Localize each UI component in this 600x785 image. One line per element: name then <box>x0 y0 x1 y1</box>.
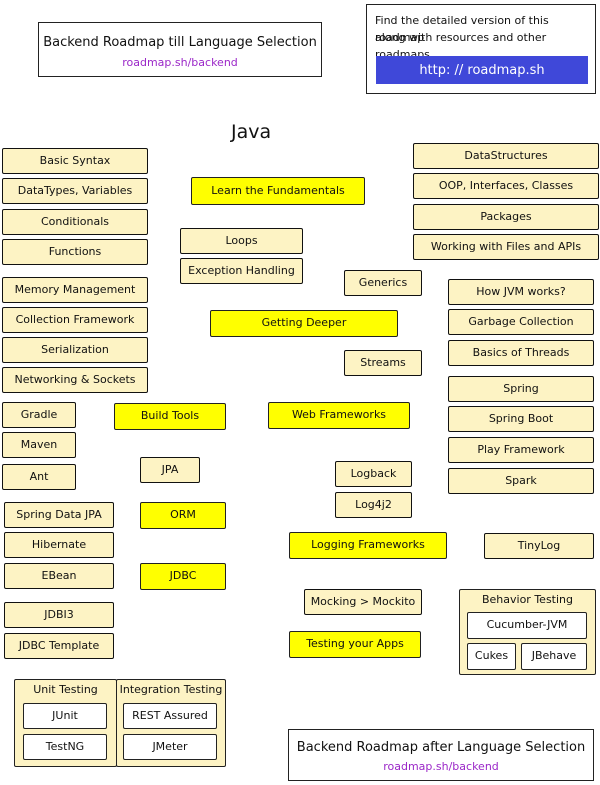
topic-log4j2[interactable]: Log4j2 <box>335 492 412 518</box>
topic-ebean[interactable]: EBean <box>4 563 114 589</box>
info-line-1: Find the detailed version of this roadma… <box>375 14 549 44</box>
topic-maven[interactable]: Maven <box>2 432 76 458</box>
topic-packages[interactable]: Packages <box>413 204 599 230</box>
topic-jbehave[interactable]: JBehave <box>521 643 587 670</box>
main-build-tools[interactable]: Build Tools <box>114 403 226 430</box>
footer-link[interactable]: roadmap.sh/backend <box>383 760 499 773</box>
topic-testng[interactable]: TestNG <box>23 734 107 760</box>
topic-play-framework[interactable]: Play Framework <box>448 437 594 463</box>
header-title: Backend Roadmap till Language Selection <box>43 35 317 50</box>
topic-oop-interfaces-classes[interactable]: OOP, Interfaces, Classes <box>413 173 599 199</box>
topic-garbage-collection[interactable]: Garbage Collection <box>448 309 594 335</box>
topic-rest-assured[interactable]: REST Assured <box>123 703 217 729</box>
page-heading: Java <box>231 121 272 143</box>
main-logging-frameworks[interactable]: Logging Frameworks <box>289 532 447 559</box>
main-learn-fundamentals[interactable]: Learn the Fundamentals <box>191 177 365 205</box>
topic-memory-management[interactable]: Memory Management <box>2 277 148 303</box>
topic-logback[interactable]: Logback <box>335 461 412 487</box>
topic-junit[interactable]: JUnit <box>23 703 107 729</box>
main-testing-your-apps[interactable]: Testing your Apps <box>289 631 421 658</box>
topic-loops[interactable]: Loops <box>180 228 303 254</box>
topic-mocking-mockito[interactable]: Mocking > Mockito <box>304 589 422 615</box>
info-box: Find the detailed version of this roadma… <box>366 4 596 94</box>
topic-generics[interactable]: Generics <box>344 270 422 296</box>
topic-networking-sockets[interactable]: Networking & Sockets <box>2 367 148 393</box>
topic-streams[interactable]: Streams <box>344 350 422 376</box>
integration-testing-label: Integration Testing <box>119 683 223 696</box>
footer-title-box: Backend Roadmap after Language Selection… <box>288 729 594 781</box>
footer-title: Backend Roadmap after Language Selection <box>296 740 586 755</box>
topic-spark[interactable]: Spark <box>448 468 594 494</box>
main-web-frameworks[interactable]: Web Frameworks <box>268 402 410 429</box>
header-link[interactable]: roadmap.sh/backend <box>122 56 238 69</box>
topic-spring-boot[interactable]: Spring Boot <box>448 406 594 432</box>
topic-working-files-apis[interactable]: Working with Files and APIs <box>413 234 599 260</box>
topic-serialization[interactable]: Serialization <box>2 337 148 363</box>
topic-spring[interactable]: Spring <box>448 376 594 402</box>
topic-spring-data-jpa[interactable]: Spring Data JPA <box>4 502 114 528</box>
topic-conditionals[interactable]: Conditionals <box>2 209 148 235</box>
header-title-box: Backend Roadmap till Language Selection … <box>38 22 322 77</box>
topic-cukes[interactable]: Cukes <box>467 643 516 670</box>
topic-collection-framework[interactable]: Collection Framework <box>2 307 148 333</box>
topic-datatypes-variables[interactable]: DataTypes, Variables <box>2 178 148 204</box>
unit-testing-label: Unit Testing <box>33 683 98 696</box>
topic-gradle[interactable]: Gradle <box>2 402 76 428</box>
integration-testing-group: Integration Testing REST Assured JMeter <box>116 679 226 767</box>
behavior-testing-group: Behavior Testing Cucumber-JVM Cukes JBeh… <box>459 589 596 675</box>
topic-datastructures[interactable]: DataStructures <box>413 143 599 169</box>
topic-jmeter[interactable]: JMeter <box>123 734 217 760</box>
topic-jdbi3[interactable]: JDBI3 <box>4 602 114 628</box>
topic-functions[interactable]: Functions <box>2 239 148 265</box>
topic-basic-syntax[interactable]: Basic Syntax <box>2 148 148 174</box>
topic-hibernate[interactable]: Hibernate <box>4 532 114 558</box>
topic-cucumber-jvm[interactable]: Cucumber-JVM <box>467 612 587 639</box>
main-getting-deeper[interactable]: Getting Deeper <box>210 310 398 337</box>
behavior-testing-label: Behavior Testing <box>481 593 573 606</box>
topic-tinylog[interactable]: TinyLog <box>484 533 594 559</box>
topic-basics-of-threads[interactable]: Basics of Threads <box>448 340 594 366</box>
unit-testing-group: Unit Testing JUnit TestNG <box>14 679 117 767</box>
topic-jdbc-template[interactable]: JDBC Template <box>4 633 114 659</box>
main-jdbc[interactable]: JDBC <box>140 563 226 590</box>
topic-jpa[interactable]: JPA <box>140 457 200 483</box>
main-orm[interactable]: ORM <box>140 502 226 529</box>
topic-ant[interactable]: Ant <box>2 464 76 490</box>
roadmap-url-button[interactable]: http: // roadmap.sh <box>376 56 588 84</box>
topic-how-jvm-works[interactable]: How JVM works? <box>448 279 594 305</box>
topic-exception-handling[interactable]: Exception Handling <box>180 258 303 284</box>
